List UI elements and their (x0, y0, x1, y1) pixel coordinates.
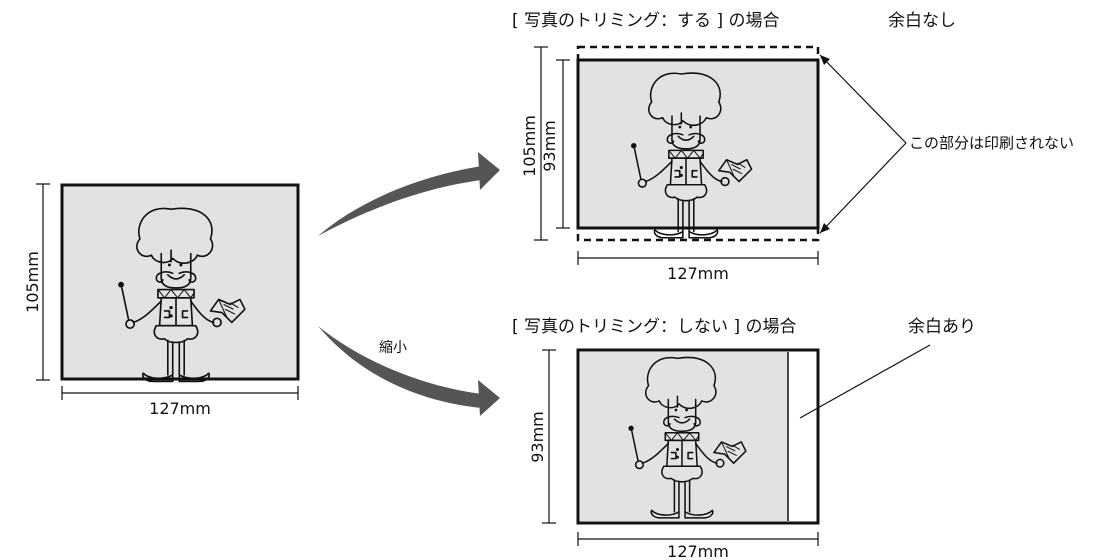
trim-off-panel: [ 写真のトリミング：しない ] の場合 余白あり 93mm 127mm (512, 317, 976, 560)
arrow-to-trim-off (318, 326, 500, 416)
trim-on-outer-height-label: 105mm (520, 115, 539, 177)
arrow-to-trim-on (318, 152, 500, 236)
margin-pointer (799, 344, 931, 419)
callout-pointer-bottom (819, 142, 907, 234)
not-printed-callout: この部分は印刷されない (909, 134, 1074, 152)
source-width-label: 127mm (149, 399, 211, 418)
trim-off-height-label: 93mm (528, 411, 547, 463)
trim-off-margin-note: 余白あり (908, 317, 976, 337)
trim-off-width-label: 127mm (667, 542, 729, 560)
callout-pointer-top (819, 54, 907, 144)
shrink-label: 縮小 (379, 340, 407, 356)
trim-off-heading: [ 写真のトリミング：しない ] の場合 (512, 317, 796, 337)
trim-off-printed-area (580, 352, 788, 521)
source-height-label: 105mm (23, 251, 42, 313)
source-photo: 105mm 127mm (23, 183, 300, 418)
trim-on-heading: [ 写真のトリミング：する ] の場合 (512, 11, 779, 31)
trim-on-inner-height-label: 93mm (540, 120, 559, 172)
trim-on-panel: [ 写真のトリミング：する ] の場合 余白なし 105mm 93mm 127m… (512, 11, 1074, 283)
trim-on-margin-note: 余白なし (888, 11, 956, 31)
trim-on-width-label: 127mm (667, 264, 729, 283)
